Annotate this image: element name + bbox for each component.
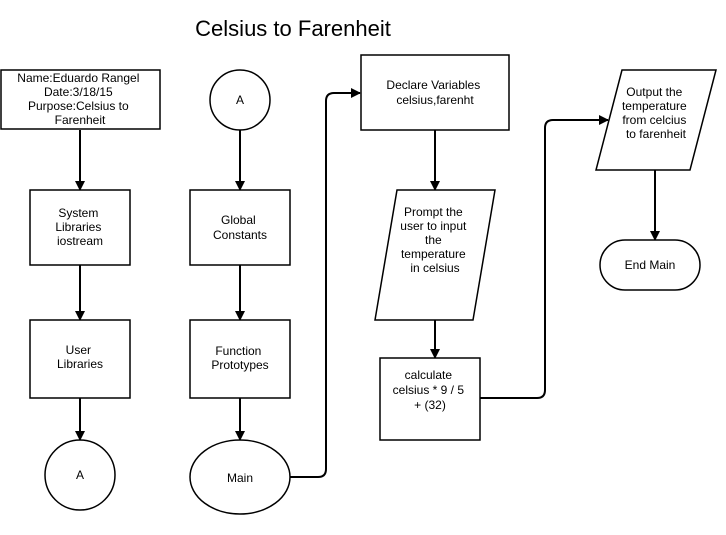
header-block-label: Name:Eduardo Rangel Date:3/18/15 Purpose… xyxy=(17,71,142,127)
node-header-block: Name:Eduardo Rangel Date:3/18/15 Purpose… xyxy=(0,69,161,130)
output-line: to farenheit xyxy=(626,127,687,141)
main-shape xyxy=(189,439,291,515)
function-prototypes-label: Function Prototypes xyxy=(211,344,268,372)
declare-variables-shape xyxy=(360,54,510,131)
connector-a-top-label: A xyxy=(236,93,244,107)
node-main: Main xyxy=(189,439,291,515)
connector-a-bottom-shape xyxy=(44,439,116,511)
declare-variables-line: celsius,farenht xyxy=(396,93,474,107)
node-global-constants: Global Constants xyxy=(189,189,291,266)
output-line: temperature xyxy=(622,99,687,113)
node-system-libraries: System Libraries iostream xyxy=(29,189,131,266)
global-constants-label: Global Constants xyxy=(213,213,267,242)
header-block-line: Purpose:Celsius to xyxy=(28,99,129,113)
header-block-line: Date:3/18/15 xyxy=(44,85,113,99)
connector-a-bottom-label: A xyxy=(76,468,84,482)
prompt-user-label: Prompt the user to input the temperature… xyxy=(400,205,469,275)
prompt-user-line: the xyxy=(425,233,442,247)
system-libraries-shape xyxy=(29,189,131,266)
header-block-line: Farenheit xyxy=(55,113,106,127)
main-label: Main xyxy=(227,471,253,485)
prompt-user-shape xyxy=(374,189,496,321)
global-constants-shape xyxy=(189,189,291,266)
global-constants-line: Constants xyxy=(213,228,267,242)
declare-variables-label: Declare Variables celsius,farenht xyxy=(386,78,483,107)
output-line: from celcius xyxy=(622,113,686,127)
system-libraries-label: System Libraries iostream xyxy=(55,206,104,248)
edges xyxy=(75,88,660,478)
edge-main-to-declare-variables xyxy=(290,88,361,478)
prompt-user-line: Prompt the xyxy=(404,205,463,219)
node-user-libraries: User Libraries xyxy=(29,319,131,399)
user-libraries-line: User xyxy=(66,343,91,357)
prompt-user-line: in celsius xyxy=(410,261,459,275)
node-function-prototypes: Function Prototypes xyxy=(189,319,291,399)
function-prototypes-shape xyxy=(189,319,291,399)
calculate-line: calculate xyxy=(405,368,453,382)
end-main-label: End Main xyxy=(625,258,676,272)
user-libraries-shape xyxy=(29,319,131,399)
node-connector-a-top: A xyxy=(209,69,271,131)
system-libraries-line: iostream xyxy=(57,234,103,248)
node-declare-variables: Declare Variables celsius,farenht xyxy=(360,54,510,131)
calculate-line: + (32) xyxy=(414,398,446,412)
node-connector-a-bottom: A xyxy=(44,439,116,511)
header-block-line: Name:Eduardo Rangel xyxy=(17,71,139,85)
calculate-shape xyxy=(379,357,481,441)
edge-calculate-to-output xyxy=(480,115,609,399)
node-prompt-user: Prompt the user to input the temperature… xyxy=(374,189,496,321)
output-line: Output the xyxy=(626,85,682,99)
global-constants-line: Global xyxy=(221,213,256,227)
node-calculate: calculate celsius * 9 / 5 + (32) xyxy=(379,357,481,441)
system-libraries-line: Libraries xyxy=(55,220,101,234)
output-shape xyxy=(595,69,717,171)
prompt-user-line: temperature xyxy=(401,247,466,261)
node-output: Output the temperature from celcius to f… xyxy=(595,69,717,171)
calculate-label: calculate celsius * 9 / 5 + (32) xyxy=(393,368,468,412)
connector-a-top-shape xyxy=(209,69,271,131)
node-end-main: End Main xyxy=(599,239,701,291)
calculate-line: celsius * 9 / 5 xyxy=(393,383,465,397)
function-prototypes-line: Function xyxy=(215,344,261,358)
output-label: Output the temperature from celcius to f… xyxy=(622,85,690,141)
end-main-shape xyxy=(599,239,701,291)
prompt-user-line: user to input xyxy=(400,219,467,233)
function-prototypes-line: Prototypes xyxy=(211,358,268,372)
declare-variables-line: Declare Variables xyxy=(386,78,480,92)
system-libraries-line: System xyxy=(58,206,98,220)
user-libraries-label: User Libraries xyxy=(57,343,103,371)
diagram-title: Celsius to Farenheit xyxy=(195,16,391,41)
header-block-shape xyxy=(0,69,161,130)
user-libraries-line: Libraries xyxy=(57,357,103,371)
